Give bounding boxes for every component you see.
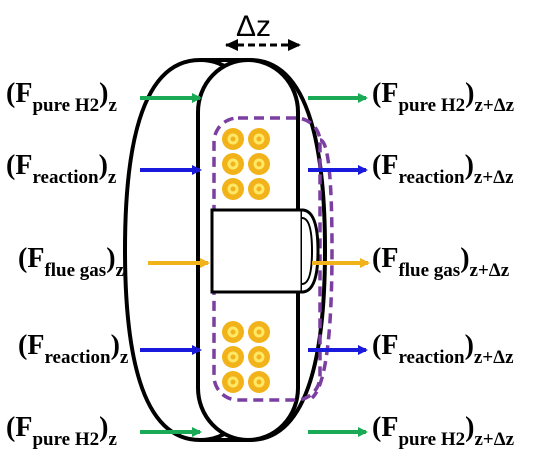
particle-icon <box>248 346 270 368</box>
particle-icon <box>248 321 270 343</box>
flux-in-label: (Fpure H2)z <box>6 412 117 450</box>
flux-out-label: (Fpure H2)z+Δz <box>372 78 515 116</box>
flux-out-label: (Fflue gas)z+Δz <box>372 243 510 281</box>
particle-icon <box>248 178 270 200</box>
particle-icon <box>222 371 244 393</box>
particle-icon <box>248 128 270 150</box>
inner-tube-bore <box>301 217 314 285</box>
catalyst-particles <box>222 128 270 393</box>
particle-icon <box>222 128 244 150</box>
particle-icon <box>248 153 270 175</box>
flux-rows: (Fpure H2)z (Fpure H2)z+Δz (Freaction)z (Fr… <box>6 78 515 450</box>
flux-out-label: (Freaction)z+Δz <box>372 330 514 368</box>
inner-tube <box>210 208 304 294</box>
flux-out-label: (Freaction)z+Δz <box>372 150 514 188</box>
delta-z-label: Δz <box>236 10 271 43</box>
inner-tube-end <box>301 208 320 294</box>
ring-back-rim <box>249 58 328 442</box>
particle-icon <box>222 153 244 175</box>
dashed-boundary-back <box>310 138 334 400</box>
particle-icon <box>248 371 270 393</box>
flux-in-label: (Fflue gas)z <box>18 243 125 281</box>
flux-in-label: (Freaction)z <box>6 150 117 188</box>
flux-out-label: (Fpure H2)z+Δz <box>372 412 515 450</box>
particle-icon <box>222 178 244 200</box>
particle-icon <box>222 346 244 368</box>
particle-icon <box>222 321 244 343</box>
flux-in-label: (Fpure H2)z <box>6 78 117 116</box>
flux-in-label: (Freaction)z <box>18 330 129 368</box>
